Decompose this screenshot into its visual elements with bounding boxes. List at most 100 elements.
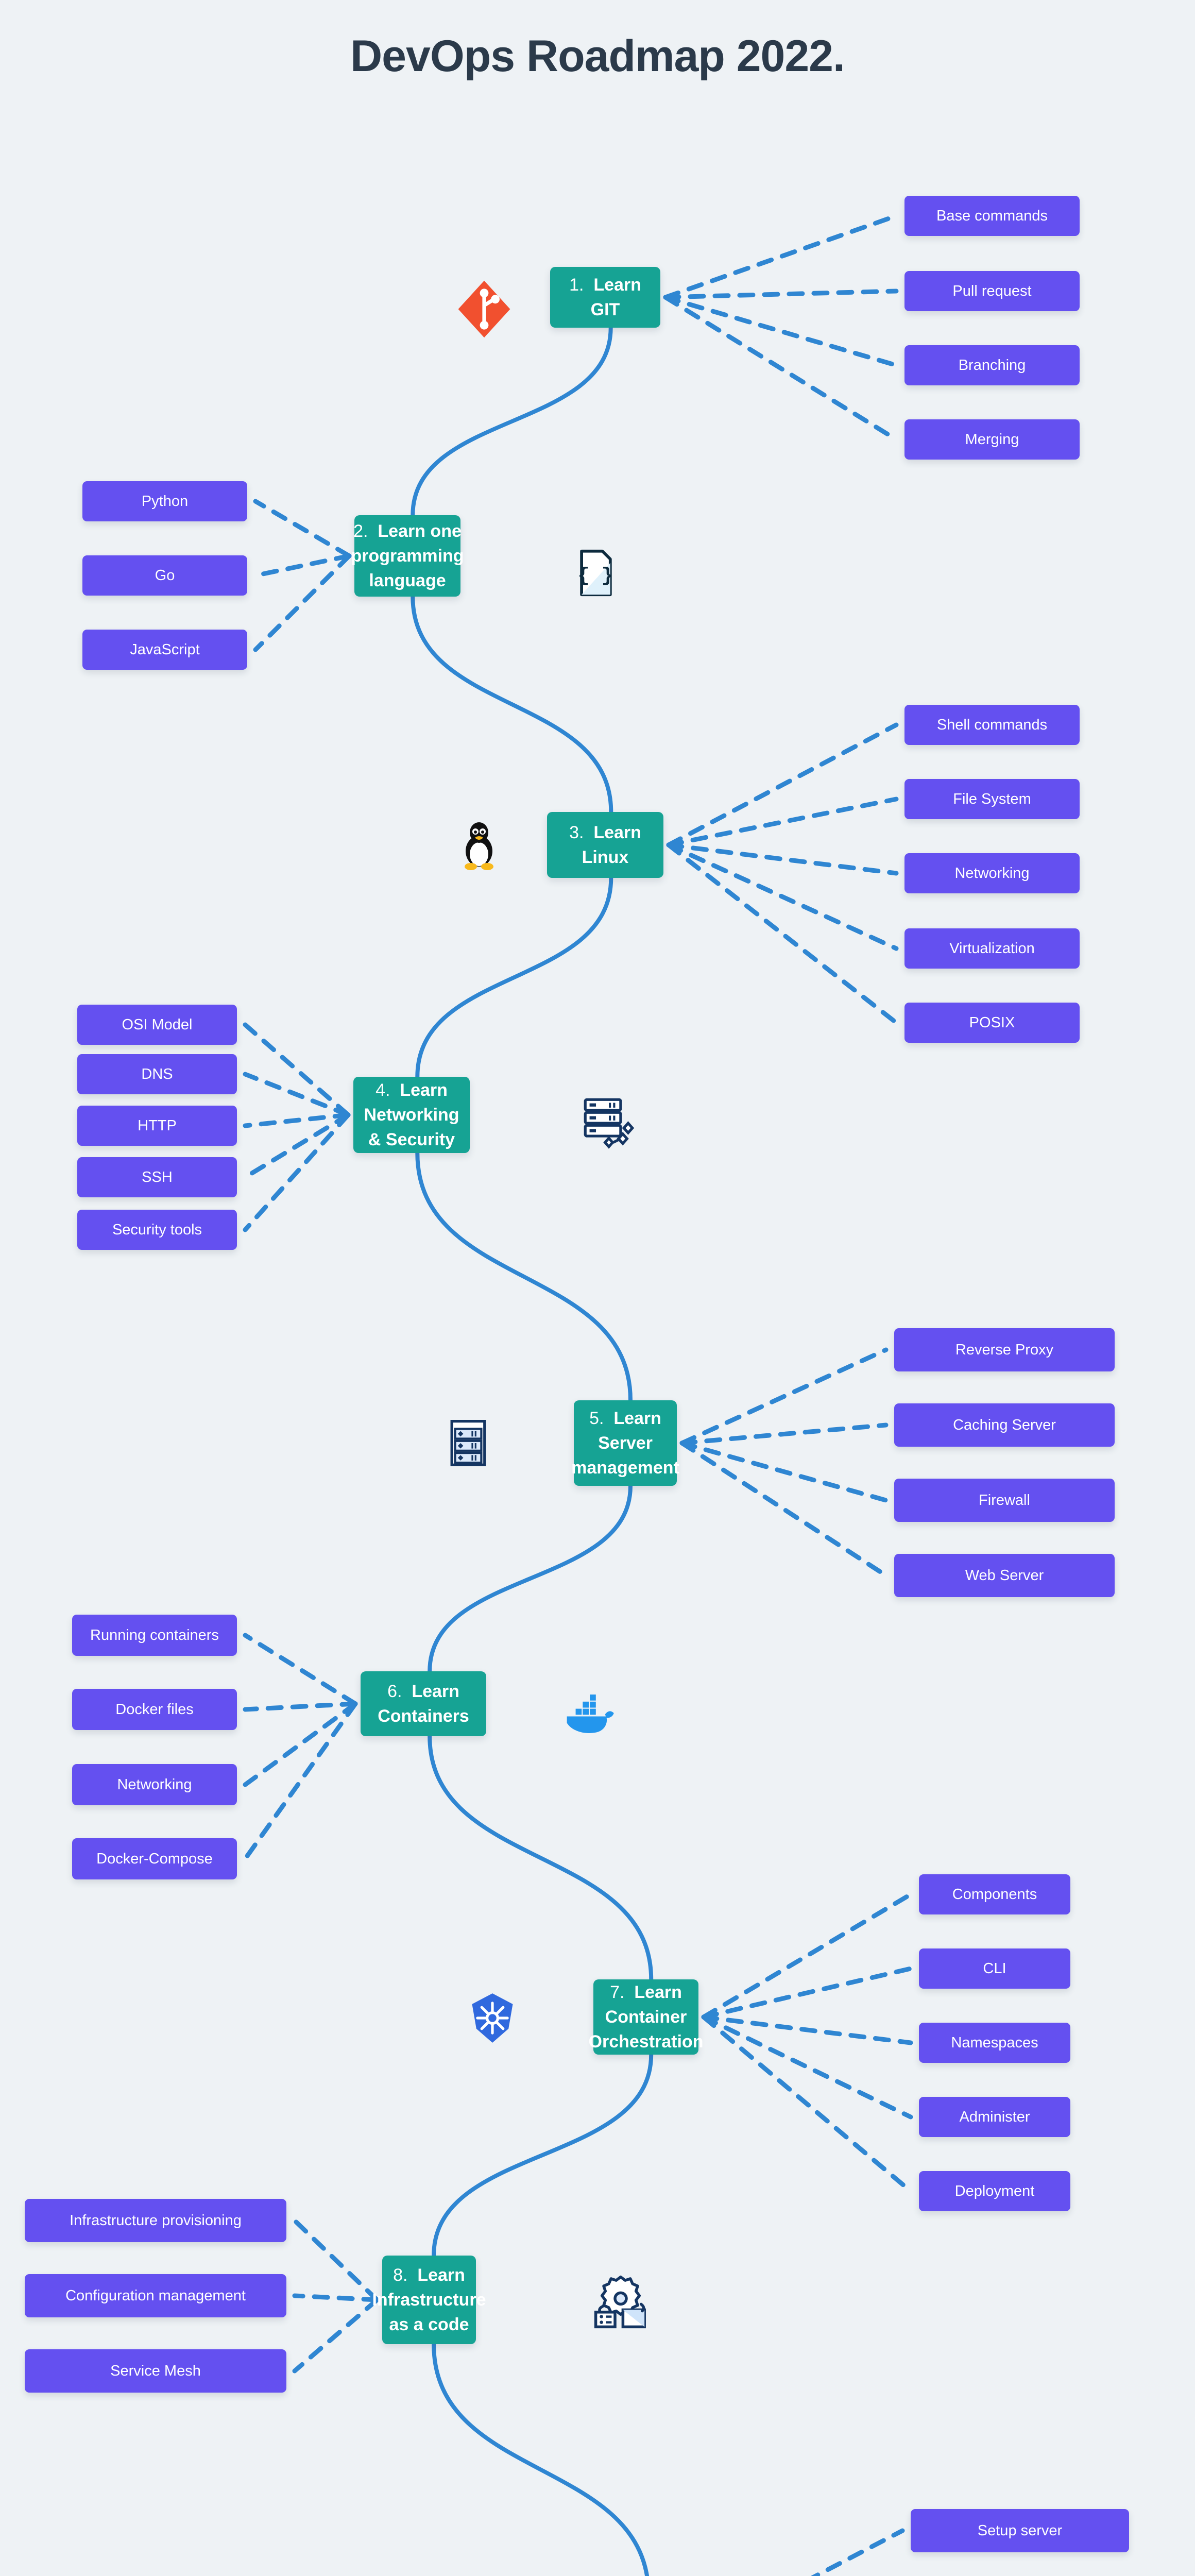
subtopic-label: CLI — [983, 1960, 1006, 1977]
roadmap-subtopic[interactable]: Python — [82, 481, 247, 521]
roadmap-step-node-7[interactable]: 7. Learn Container Orchestration — [589, 1979, 703, 2055]
subtopic-label: Configuration management — [65, 2287, 246, 2304]
roadmap-step-node-4[interactable]: 4. Learn Networking & Security — [353, 1077, 470, 1153]
subtopic-connector — [292, 2297, 380, 2374]
roadmap-subtopic[interactable]: Service Mesh — [25, 2349, 286, 2393]
roadmap-subtopic[interactable]: Components — [919, 1874, 1070, 1914]
subtopic-connector — [243, 1072, 351, 1117]
subtopic-label: Shell commands — [936, 716, 1048, 733]
roadmap-subtopic[interactable]: Configuration management — [25, 2274, 286, 2317]
subtopic-label: Docker-Compose — [96, 1850, 213, 1867]
roadmap-step-node-8[interactable]: 8. Learn Infrastructure as a code — [372, 2256, 486, 2344]
subtopic-connector — [701, 1892, 913, 2020]
roadmap-subtopic[interactable]: SSH — [77, 1157, 237, 1197]
roadmap-subtopic[interactable]: File System — [904, 779, 1080, 819]
roadmap-subtopic[interactable]: Security tools — [77, 1210, 237, 1250]
subtopic-connector — [666, 796, 899, 848]
subtopic-label: Virtualization — [949, 940, 1035, 957]
subtopic-connector — [292, 2293, 380, 2302]
subtopic-connector — [663, 289, 899, 300]
subtopic-label: Merging — [965, 431, 1019, 448]
subtopic-connector — [243, 1633, 358, 1706]
roadmap-subtopic[interactable]: Shell commands — [904, 705, 1080, 745]
roadmap-subtopic[interactable]: HTTP — [77, 1106, 237, 1146]
subtopic-label: SSH — [142, 1168, 173, 1185]
subtopic-label: Deployment — [954, 2182, 1035, 2199]
subtopic-label: Networking — [117, 1776, 192, 1793]
subtopic-label: Components — [952, 1886, 1037, 1903]
roadmap-subtopic[interactable]: Infrastructure provisioning — [25, 2199, 286, 2242]
step-number: 5. — [589, 1408, 604, 1428]
subtopic-label: HTTP — [138, 1117, 177, 1134]
subtopic-label: JavaScript — [130, 641, 200, 658]
subtopic-connector — [701, 2014, 913, 2045]
roadmap-subtopic[interactable]: Docker-Compose — [72, 1838, 237, 1879]
roadmap-subtopic[interactable]: Namespaces — [919, 2023, 1070, 2063]
step-title: Learn one programming language — [351, 521, 464, 591]
step-number: 1. — [569, 275, 584, 295]
backbone-connector — [432, 2342, 649, 2576]
roadmap-subtopic[interactable]: Pull request — [904, 271, 1080, 311]
step-number: 3. — [569, 822, 584, 842]
subtopic-label: Branching — [958, 357, 1026, 374]
roadmap-subtopic[interactable]: Branching — [904, 345, 1080, 385]
step-number: 2. — [353, 521, 368, 541]
subtopic-label: Administer — [959, 2108, 1030, 2125]
roadmap-subtopic[interactable]: Networking — [904, 853, 1080, 893]
step-title: Learn Linux — [582, 822, 641, 867]
subtopic-label: Web Server — [965, 1567, 1044, 1584]
subtopic-connector — [292, 2218, 380, 2302]
roadmap-subtopic[interactable]: Virtualization — [904, 928, 1080, 969]
subtopic-label: Docker files — [115, 1701, 194, 1718]
roadmap-subtopic[interactable]: Base commands — [904, 196, 1080, 236]
subtopic-connector — [243, 1701, 358, 1787]
subtopic-label: DNS — [141, 1065, 173, 1082]
backbone-connector — [415, 876, 613, 1079]
roadmap-subtopic[interactable]: Merging — [904, 419, 1080, 460]
roadmap-subtopic[interactable]: JavaScript — [82, 630, 247, 670]
roadmap-subtopic[interactable]: DNS — [77, 1054, 237, 1094]
roadmap-step-node-2[interactable]: 2. Learn one programming language — [351, 515, 464, 597]
network-server-icon — [580, 1095, 638, 1151]
roadmap-subtopic[interactable]: Firewall — [894, 1479, 1115, 1522]
roadmap-step-node-6[interactable]: 6. Learn Containers — [361, 1671, 486, 1736]
roadmap-step-node-5[interactable]: 5. Learn Server management — [571, 1400, 679, 1486]
step-title: Learn GIT — [590, 275, 641, 319]
subtopic-connector — [666, 842, 899, 876]
roadmap-subtopic[interactable]: Web Server — [894, 1554, 1115, 1597]
subtopic-connector — [679, 1422, 889, 1446]
roadmap-subtopic[interactable]: CLI — [919, 1948, 1070, 1989]
roadmap-subtopic[interactable]: Networking — [72, 1764, 237, 1805]
roadmap-subtopic[interactable]: Docker files — [72, 1689, 237, 1730]
backbone-connector — [428, 1484, 633, 1673]
roadmap-subtopic[interactable]: Administer — [919, 2097, 1070, 2137]
roadmap-subtopic[interactable]: Reverse Proxy — [894, 1328, 1115, 1371]
subtopic-connector — [679, 1440, 889, 1503]
roadmap-subtopic[interactable]: Caching Server — [894, 1403, 1115, 1447]
subtopic-connector — [701, 1966, 913, 2020]
subtopic-connector — [243, 1022, 351, 1117]
step-number: 8. — [393, 2265, 408, 2285]
roadmap-step-node-1[interactable]: 1. Learn GIT — [550, 267, 660, 328]
page-title: DevOps Roadmap 2022. — [350, 31, 845, 81]
backbone-connector — [411, 595, 613, 814]
subtopic-label: OSI Model — [122, 1016, 193, 1033]
backbone-connector — [415, 1151, 633, 1402]
roadmap-subtopic[interactable]: POSIX — [904, 1003, 1080, 1043]
subtopic-label: Python — [141, 493, 189, 510]
roadmap-subtopic[interactable]: Deployment — [919, 2171, 1070, 2211]
roadmap-step-node-3[interactable]: 3. Learn Linux — [547, 812, 663, 878]
step-title: Learn Networking & Security — [364, 1080, 459, 1150]
roadmap-subtopic[interactable]: Running containers — [72, 1615, 237, 1656]
roadmap-subtopic[interactable]: Setup server — [911, 2509, 1129, 2552]
subtopic-connector — [663, 295, 899, 442]
subtopic-connector — [243, 1112, 351, 1128]
roadmap-subtopic[interactable]: Go — [82, 555, 247, 596]
roadmap-subtopic[interactable]: OSI Model — [77, 1005, 237, 1045]
subtopic-connector — [253, 553, 352, 652]
subtopic-connector — [810, 2528, 905, 2576]
step-number: 6. — [387, 1681, 402, 1701]
subtopic-label: Running containers — [90, 1626, 219, 1643]
subtopic-connector — [679, 1347, 889, 1446]
